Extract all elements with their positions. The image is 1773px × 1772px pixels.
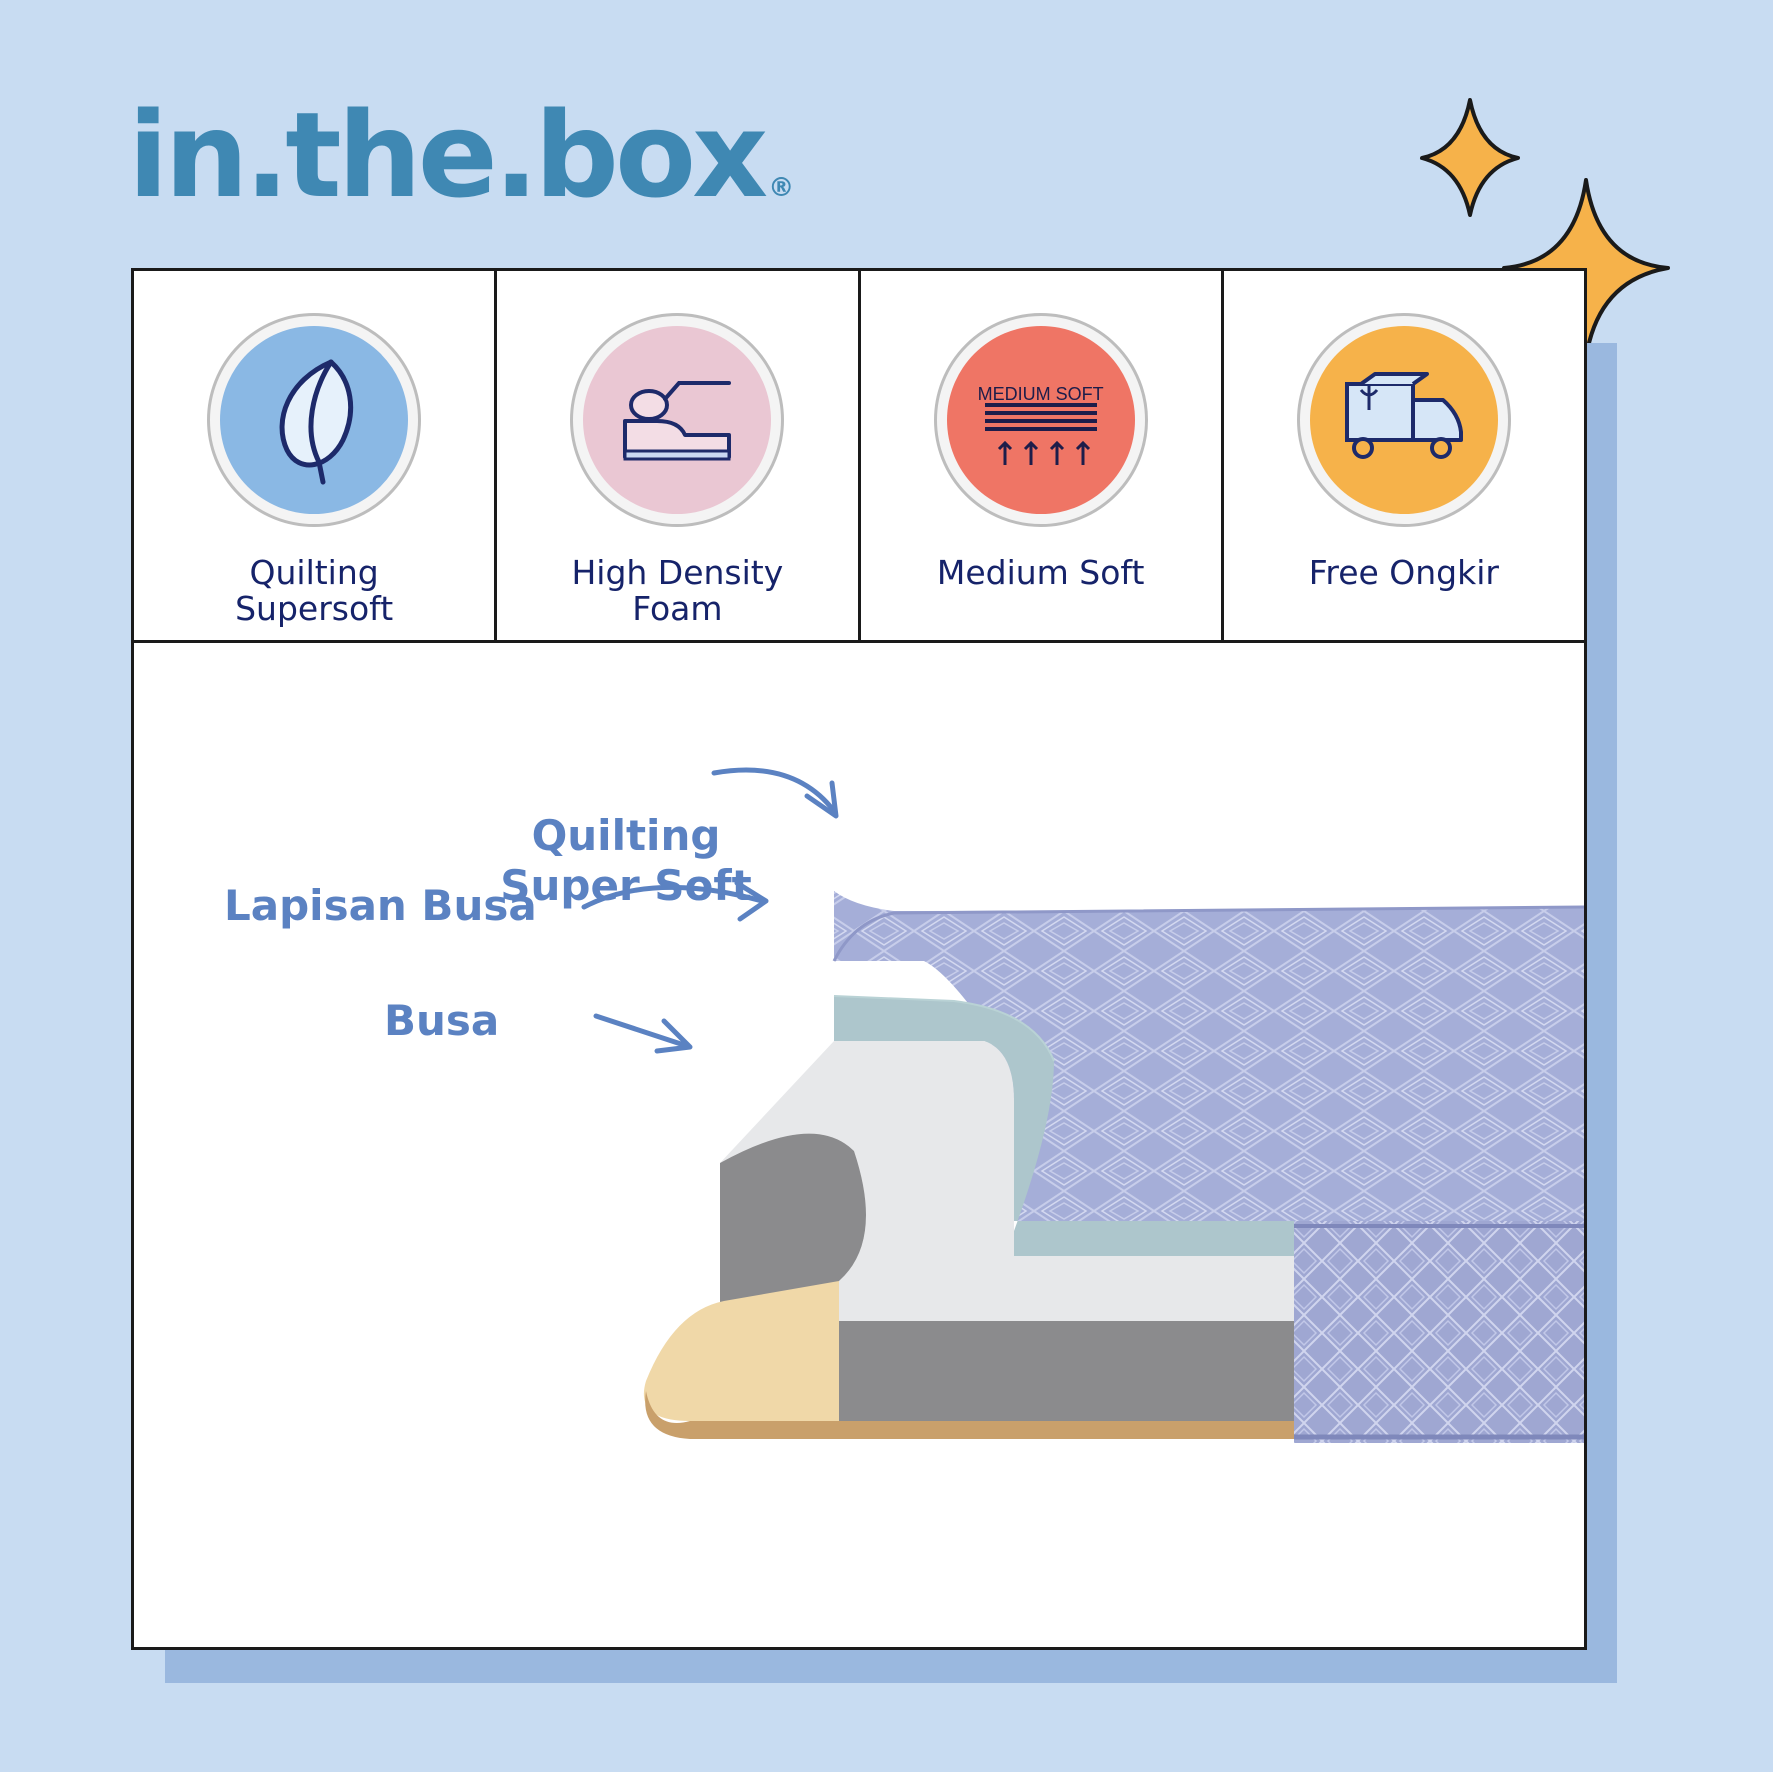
callout-busa: Busa	[384, 996, 500, 1045]
feature-badge	[207, 313, 422, 527]
feature-medium-soft: MEDIUM SOFT Medium	[861, 271, 1224, 640]
foam-head-icon	[583, 326, 772, 514]
feature-badge	[1296, 313, 1511, 527]
feature-quilting: Quilting Supersoft	[134, 271, 498, 640]
feature-row: Quilting Supersoft High Density Foam MED	[134, 271, 1584, 643]
logo-text: in.the.box	[128, 86, 768, 224]
feature-label: Medium Soft	[936, 553, 1145, 592]
feature-label: Quilting Supersoft	[235, 553, 394, 628]
medium-soft-badge-text: MEDIUM SOFT	[977, 384, 1104, 404]
registered-mark: ®	[768, 173, 795, 203]
medium-soft-icon: MEDIUM SOFT	[946, 326, 1135, 514]
callout-quilting: Quilting Super Soft	[500, 811, 752, 910]
delivery-truck-icon	[1309, 326, 1498, 514]
mattress-cross-section	[581, 767, 1584, 1443]
feature-foam: High Density Foam	[497, 271, 861, 640]
feature-badge	[570, 313, 785, 527]
leaf-icon	[220, 326, 409, 514]
brand-logo: in.the.box®	[128, 96, 794, 214]
feature-label: High Density Foam	[571, 553, 784, 628]
callout-lapisan-busa: Lapisan Busa	[224, 881, 537, 930]
feature-free-ongkir: Free Ongkir	[1224, 271, 1584, 640]
product-panel: Quilting Supersoft High Density Foam MED	[131, 268, 1587, 1650]
feature-label: Free Ongkir	[1308, 553, 1499, 592]
feature-badge: MEDIUM SOFT	[933, 313, 1148, 527]
